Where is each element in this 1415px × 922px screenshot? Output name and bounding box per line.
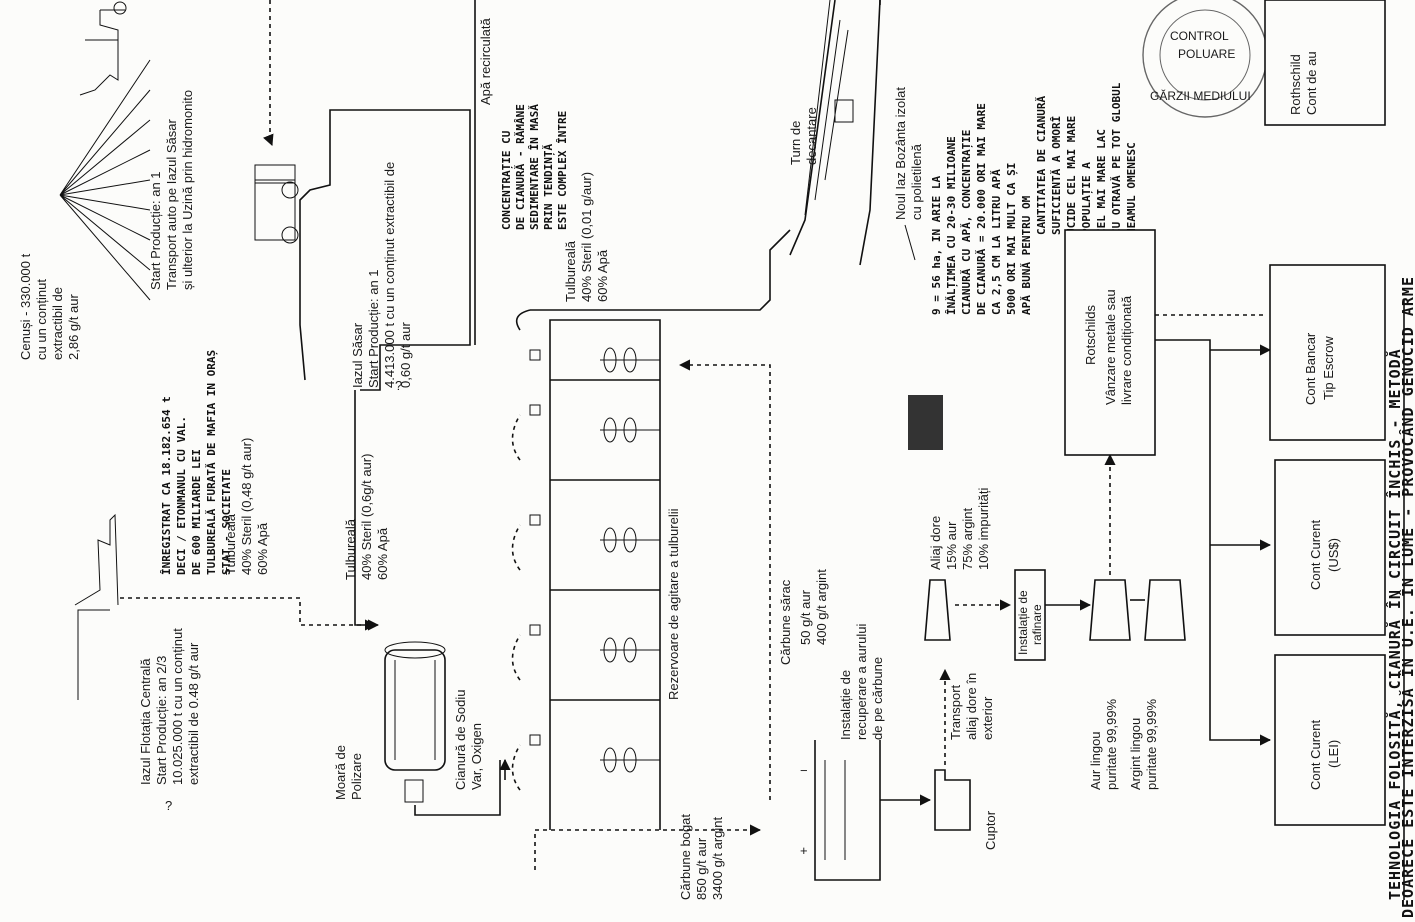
flow-rotschilds-to-accounts: [1155, 339, 1270, 741]
iazul-flotatia-icon: [74, 513, 119, 700]
flow-flotatia-to-mill: [120, 597, 377, 631]
flow-carbune-sarac: [678, 359, 771, 800]
apa-recirculata-label: Apă recirculată: [478, 18, 493, 105]
cont-lei-label: Cont Curent (LEI): [1308, 716, 1341, 790]
carbune-sarac-label: Cărbune sărac 50 g/t aur 400 g/t argint: [778, 569, 829, 665]
excavator-icon: [79, 1, 127, 96]
cenusi-fan-icon: [59, 59, 151, 301]
flow-top-to-truck: [263, 0, 274, 147]
turn-decantare-label: Turn de decantare: [788, 107, 819, 165]
handwriting-inregistrat: ÎNREGISTRAT CA 18.182.654 t DECI / ETONM…: [160, 343, 233, 575]
handwriting-concentratie: CONCENTRAȚIE CU DE CIANURĂ - RĂMÂNE SEDI…: [500, 98, 569, 230]
tulbureala-main-label: Tulbureală 40% Steril (0,6g/t aur) 60% A…: [343, 450, 390, 580]
aur-lingou-icon: [1089, 579, 1131, 641]
rothschild-cont-label: Rothschild Cont de au: [1288, 51, 1319, 115]
stamp-text-1: CONTROL: [1170, 29, 1229, 43]
carbune-bogat-label: Cărbune bogat 850 g/t aur 3400 g/t argin…: [678, 810, 725, 900]
stamp-text-2: POLUARE: [1178, 47, 1235, 61]
question-mark-2: ?: [395, 378, 402, 393]
iazul-sasar-outline: [299, 109, 471, 391]
handwriting-bottom-1: TEHNOLOGIA FOLOSITĂ, CIANURĂ ÎN CIRCUIT …: [1385, 348, 1404, 900]
rothschild-cont-box: [1264, 0, 1386, 126]
handwriting-bottom-2: DEOARECE ESTE INTERZISĂ ÎN U.E. ÎN LUME …: [1398, 276, 1415, 918]
handwriting-cantitatea: CANTITATEA DE CIANURĂ SUFICIENTĂ A OMORÎ…: [1035, 76, 1138, 235]
aliaj-dore-icon: [924, 579, 951, 641]
cenusi-label: Cenuși - 330.000 t cu un conținut extrac…: [18, 250, 81, 360]
argint-lingou-icon: [1144, 579, 1186, 641]
dore-photo-icon: [908, 395, 943, 450]
tulbureala-out-label: Tulbureală 40% Steril (0,01 g/aur) 60% A…: [563, 168, 610, 302]
cont-escrow-box: [1269, 264, 1386, 441]
flow-carbune-bogat: [534, 824, 762, 870]
noul-iaz-pointer: [904, 224, 916, 261]
iazul-sasar-label: Iazul Săsar Start Producție: an 1 4.413.…: [350, 158, 413, 388]
transport-sasar-label: Start Producție: an 1 Transport auto pe …: [148, 90, 195, 290]
rezervoare-label: Rezervoare de agitare a tulburelii: [666, 508, 681, 700]
flow-sasar-to-mill: [354, 390, 380, 631]
iazul-flotatia-label: Iazul Flotația Centrală Start Producție:…: [138, 625, 201, 785]
aliaj-dore-label: Aliaj dore 15% aur 75% argint 10% impuri…: [928, 488, 991, 570]
control-stamp: CONTROL POLUARE GĂRZII MEDIULUI: [1142, 0, 1268, 118]
minus-sign: −: [800, 763, 808, 778]
cont-escrow-label: Cont Bancar Tip Escrow: [1303, 329, 1336, 405]
cont-usd-label: Cont Curent (US$): [1308, 516, 1341, 590]
cuptor-label: Cuptor: [983, 810, 998, 850]
instalatie-recuperare-label: Instalație de recuperare a aurului de pe…: [838, 620, 885, 740]
moara-label: Moară de Polizare: [333, 741, 364, 800]
tulbureala-flotatia-label: Tulbureală 40% Steril (0,48 g/t aur) 60%…: [223, 434, 270, 575]
aur-lingou-label: Aur lingou puritate 99,99%: [1088, 698, 1119, 790]
plus-sign: +: [800, 843, 808, 858]
moara-polizare-icon: [384, 641, 446, 803]
cuptor-icon: [934, 769, 971, 831]
argint-lingou-label: Argint lingou puritate 99,99%: [1128, 698, 1159, 790]
truck-icon: [254, 164, 299, 244]
flow-tanks-to-decantare: [530, 229, 791, 311]
transport-dore-label: Transport aliaj dore în exterior: [948, 669, 995, 740]
noul-iaz-label: Noul Iaz Bozânta izolat cu polietilenă: [893, 83, 924, 220]
stamp-text-3: GĂRZII MEDIULUI: [1150, 88, 1251, 103]
agitation-tanks: [511, 309, 661, 830]
instalatie-rafinare-label: Instalație de rafinare: [1016, 587, 1044, 655]
flow-mill-to-tanks: [414, 760, 501, 816]
rotschilds-box: [1064, 229, 1156, 456]
instalatie-rafinare-box: [1014, 569, 1046, 661]
decantare-pond-icon: [789, 0, 881, 266]
instalatie-recuperare-icon: − +: [800, 740, 881, 881]
cont-usd-box: [1274, 459, 1386, 636]
question-mark-1: ?: [165, 798, 172, 813]
cont-lei-box: [1274, 654, 1386, 826]
cianura-label: Cianură de Sodiu Var, Oxigen: [453, 686, 484, 790]
handwriting-bozanta: 9 = 56 ha, IN ARIE LA ÎNĂLȚIMEA CU 20-30…: [930, 96, 1033, 315]
rotschilds-label: Rotschilds Vânzare metale sau livrare co…: [1083, 286, 1134, 405]
